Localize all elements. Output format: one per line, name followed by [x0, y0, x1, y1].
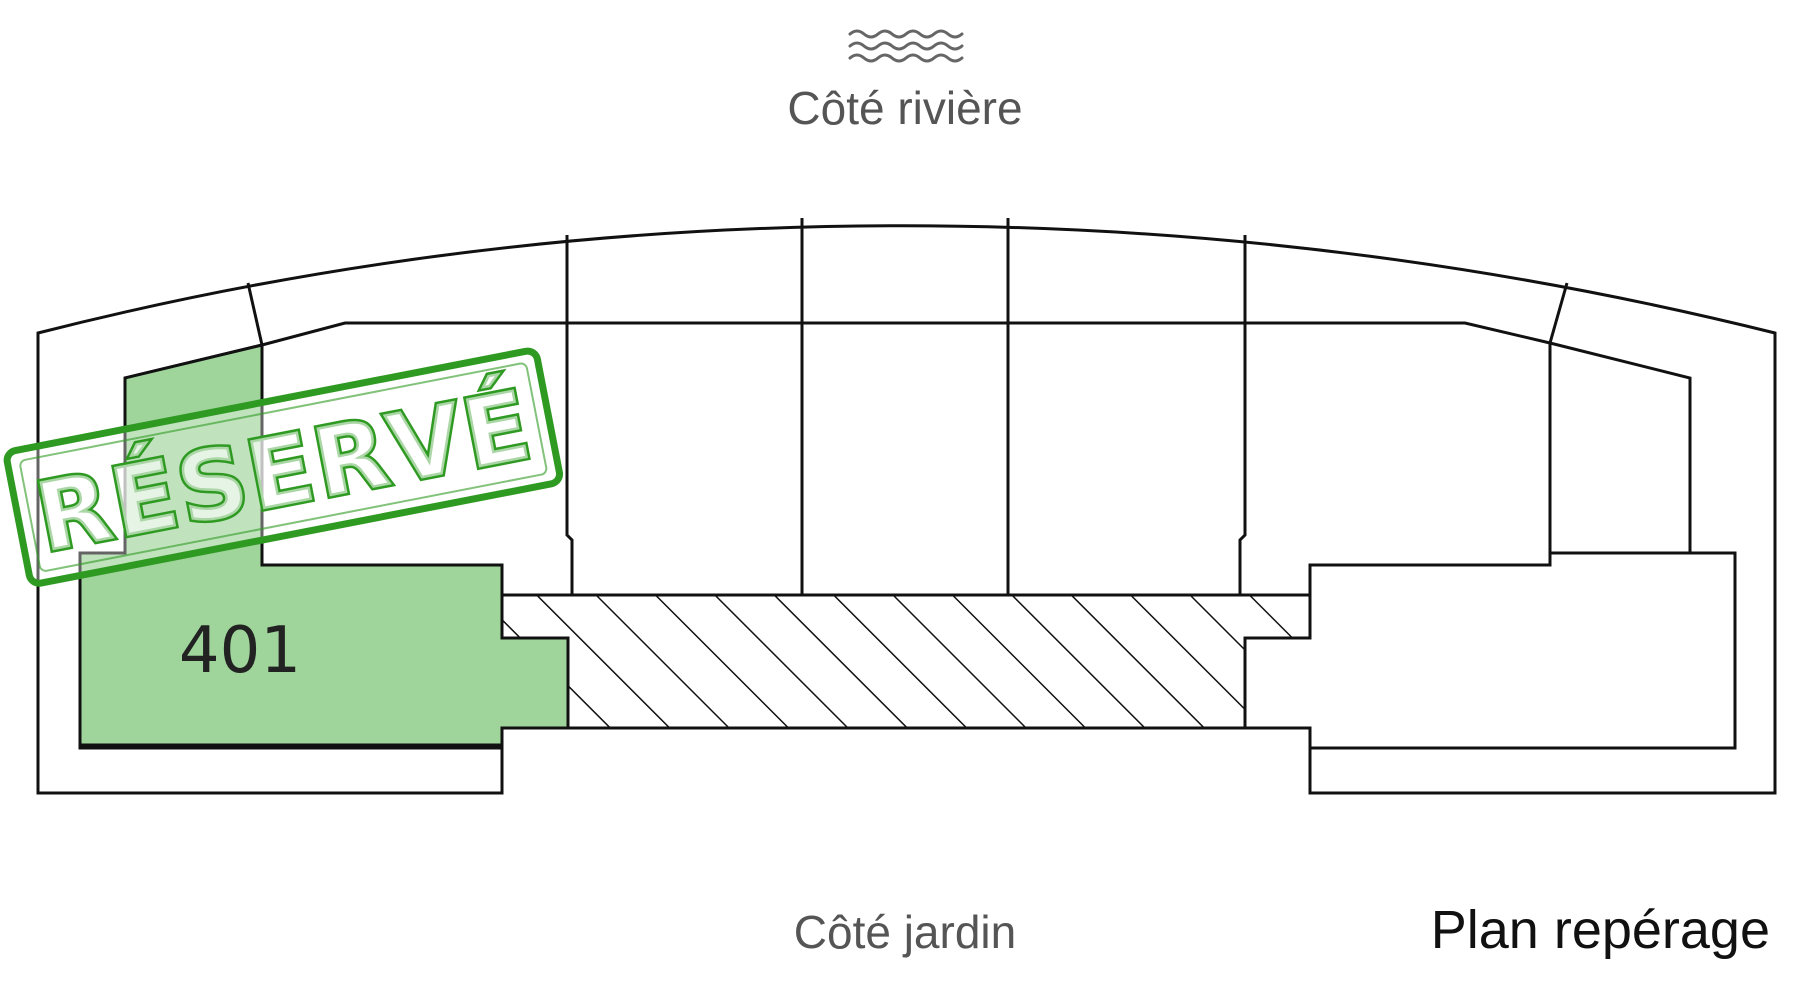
water-waves-icon	[848, 29, 964, 63]
building-outline	[36, 224, 1777, 795]
reserved-stamp-inner-frame	[19, 362, 548, 572]
plan-caption: Plan repérage	[1431, 900, 1770, 960]
bottom-orientation-label: Côté jardin	[794, 906, 1016, 958]
corridor-hatched	[500, 593, 1312, 730]
top-orientation-label: Côté rivière	[787, 82, 1022, 134]
unit-right-lower	[1243, 551, 1737, 750]
reserved-stamp-frame	[3, 347, 564, 587]
unit-401-label: 401	[179, 614, 301, 688]
reserved-stamp: RÉSERVÉ	[3, 347, 564, 587]
